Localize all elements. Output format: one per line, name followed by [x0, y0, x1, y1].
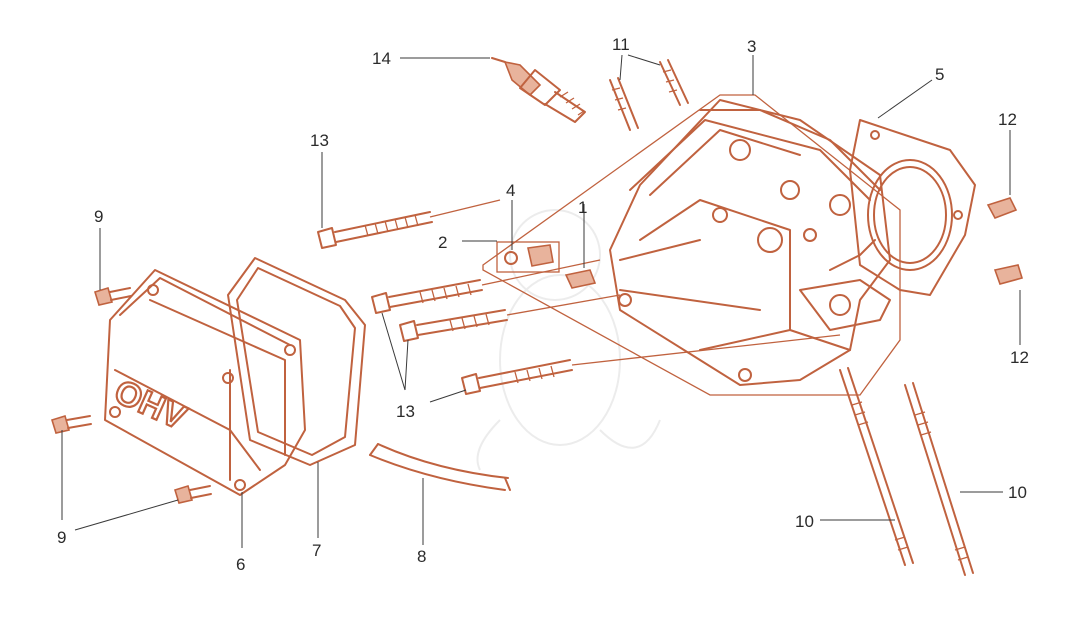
rocker-stud-left	[609, 77, 639, 131]
head-bolt-top	[317, 199, 501, 249]
callout-7: 7	[312, 541, 321, 560]
cover-bolt-bottom	[174, 484, 212, 504]
leader-lines	[61, 54, 1021, 548]
callout-10-right: 10	[1008, 483, 1027, 502]
callout-3: 3	[747, 37, 756, 56]
cover-embossed-text: OHV	[109, 373, 192, 438]
callout-5: 5	[935, 65, 944, 84]
callout-labels: 14 13 9 2 4 1 11 3 5 12 12 13 6 7 8 9 10…	[57, 35, 1029, 574]
spark-plug	[491, 57, 586, 123]
cylinder-head-group-outline	[482, 94, 901, 396]
callout-11: 11	[612, 35, 630, 54]
cover-bolt-middle	[51, 414, 92, 434]
part-2-group-box	[496, 241, 560, 273]
callout-10-left: 10	[795, 512, 814, 531]
head-gasket	[849, 119, 976, 296]
head-bolt-2	[371, 259, 601, 314]
valve-cover	[104, 269, 306, 496]
callout-14: 14	[372, 49, 391, 68]
head-bolt-4	[461, 334, 841, 395]
callout-4: 4	[506, 181, 515, 200]
dowel-pin-lower	[993, 264, 1024, 285]
callout-6: 6	[236, 555, 245, 574]
rocker-stud-right	[659, 59, 689, 106]
callout-8: 8	[417, 547, 426, 566]
breather-tube	[369, 443, 511, 491]
push-rod-left	[839, 367, 914, 566]
callout-9-bottom: 9	[57, 528, 66, 547]
callout-1: 1	[578, 198, 587, 217]
cylinder-head	[609, 99, 891, 386]
callout-12-top: 12	[998, 110, 1017, 129]
dowel-pin-upper	[986, 197, 1018, 219]
callout-9-top: 9	[94, 207, 103, 226]
cover-bolt-top	[94, 286, 132, 306]
washer-4	[504, 251, 518, 265]
callout-13-top: 13	[310, 131, 329, 150]
callout-13-group: 13	[396, 402, 415, 421]
callout-2: 2	[438, 233, 447, 252]
callout-12-bottom: 12	[1010, 348, 1029, 367]
collar-2	[527, 244, 554, 267]
push-rod-right	[904, 382, 974, 576]
dowel-pin-1	[564, 269, 597, 289]
head-bolt-3	[399, 294, 621, 342]
valve-cover-gasket	[227, 257, 366, 466]
